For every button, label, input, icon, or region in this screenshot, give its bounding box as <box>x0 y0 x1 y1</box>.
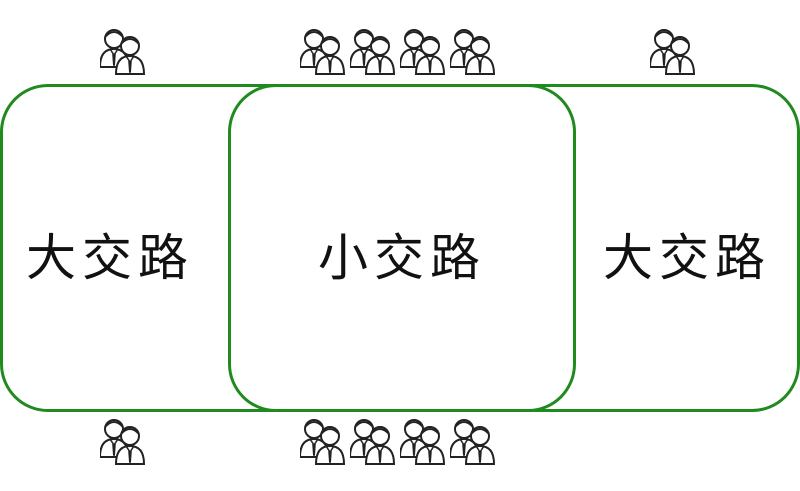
right-route-label: 大交路 <box>603 229 771 287</box>
passenger-pair-icon <box>400 419 446 465</box>
passenger-pair-icon <box>100 419 146 465</box>
top-right-passenger-group <box>650 28 700 78</box>
passenger-pair-icon <box>400 29 446 75</box>
passenger-pair-icon <box>450 419 496 465</box>
bottom-left-passenger-group <box>100 418 150 468</box>
passenger-pair-icon <box>650 29 696 75</box>
center-route-label: 小交路 <box>318 229 486 287</box>
left-route-label: 大交路 <box>26 229 194 287</box>
passenger-pair-icon <box>350 29 396 75</box>
bottom-center-passenger-group <box>300 418 496 468</box>
top-center-passenger-group <box>300 28 496 78</box>
passenger-pair-icon <box>300 29 346 75</box>
passenger-pair-icon <box>300 419 346 465</box>
passenger-pair-icon <box>450 29 496 75</box>
passenger-pair-icon <box>350 419 396 465</box>
center-small-route-box <box>228 84 576 412</box>
top-left-passenger-group <box>100 28 150 78</box>
passenger-pair-icon <box>100 29 146 75</box>
